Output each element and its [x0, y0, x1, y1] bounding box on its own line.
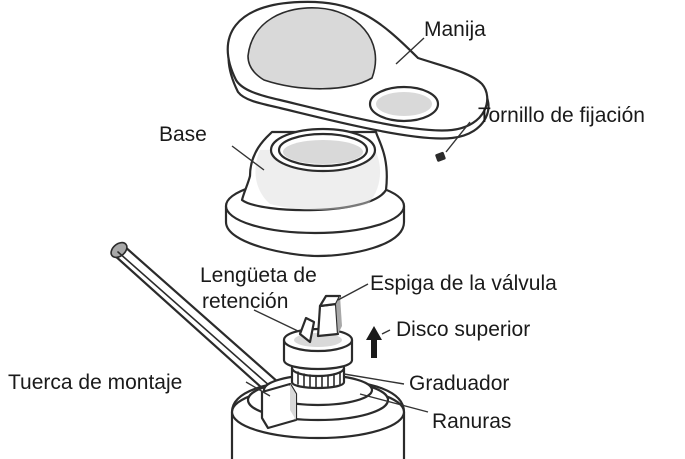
leader-lines: [231, 37, 471, 413]
label-dial: Graduador: [409, 372, 510, 395]
label-retention-tab-line1: Lengüeta de: [200, 264, 317, 287]
label-valve-stem: Espiga de la válvula: [370, 272, 557, 295]
dial-ridges: [297, 371, 341, 389]
label-top-disc: Disco superior: [396, 318, 531, 341]
label-retention-tab-line2: retención: [202, 290, 289, 313]
base-part: [224, 127, 406, 258]
label-handle: Manija: [424, 18, 486, 41]
label-set-screw: Tornillo de fijación: [478, 104, 645, 127]
up-arrow-icon: [366, 326, 382, 358]
set-screw-part: [435, 151, 446, 162]
valve-body: [230, 294, 406, 459]
label-slots: Ranuras: [432, 410, 512, 433]
label-mounting-nut: Tuerca de montaje: [8, 371, 183, 394]
handle-part: [226, 0, 490, 140]
label-base: Base: [159, 123, 207, 146]
